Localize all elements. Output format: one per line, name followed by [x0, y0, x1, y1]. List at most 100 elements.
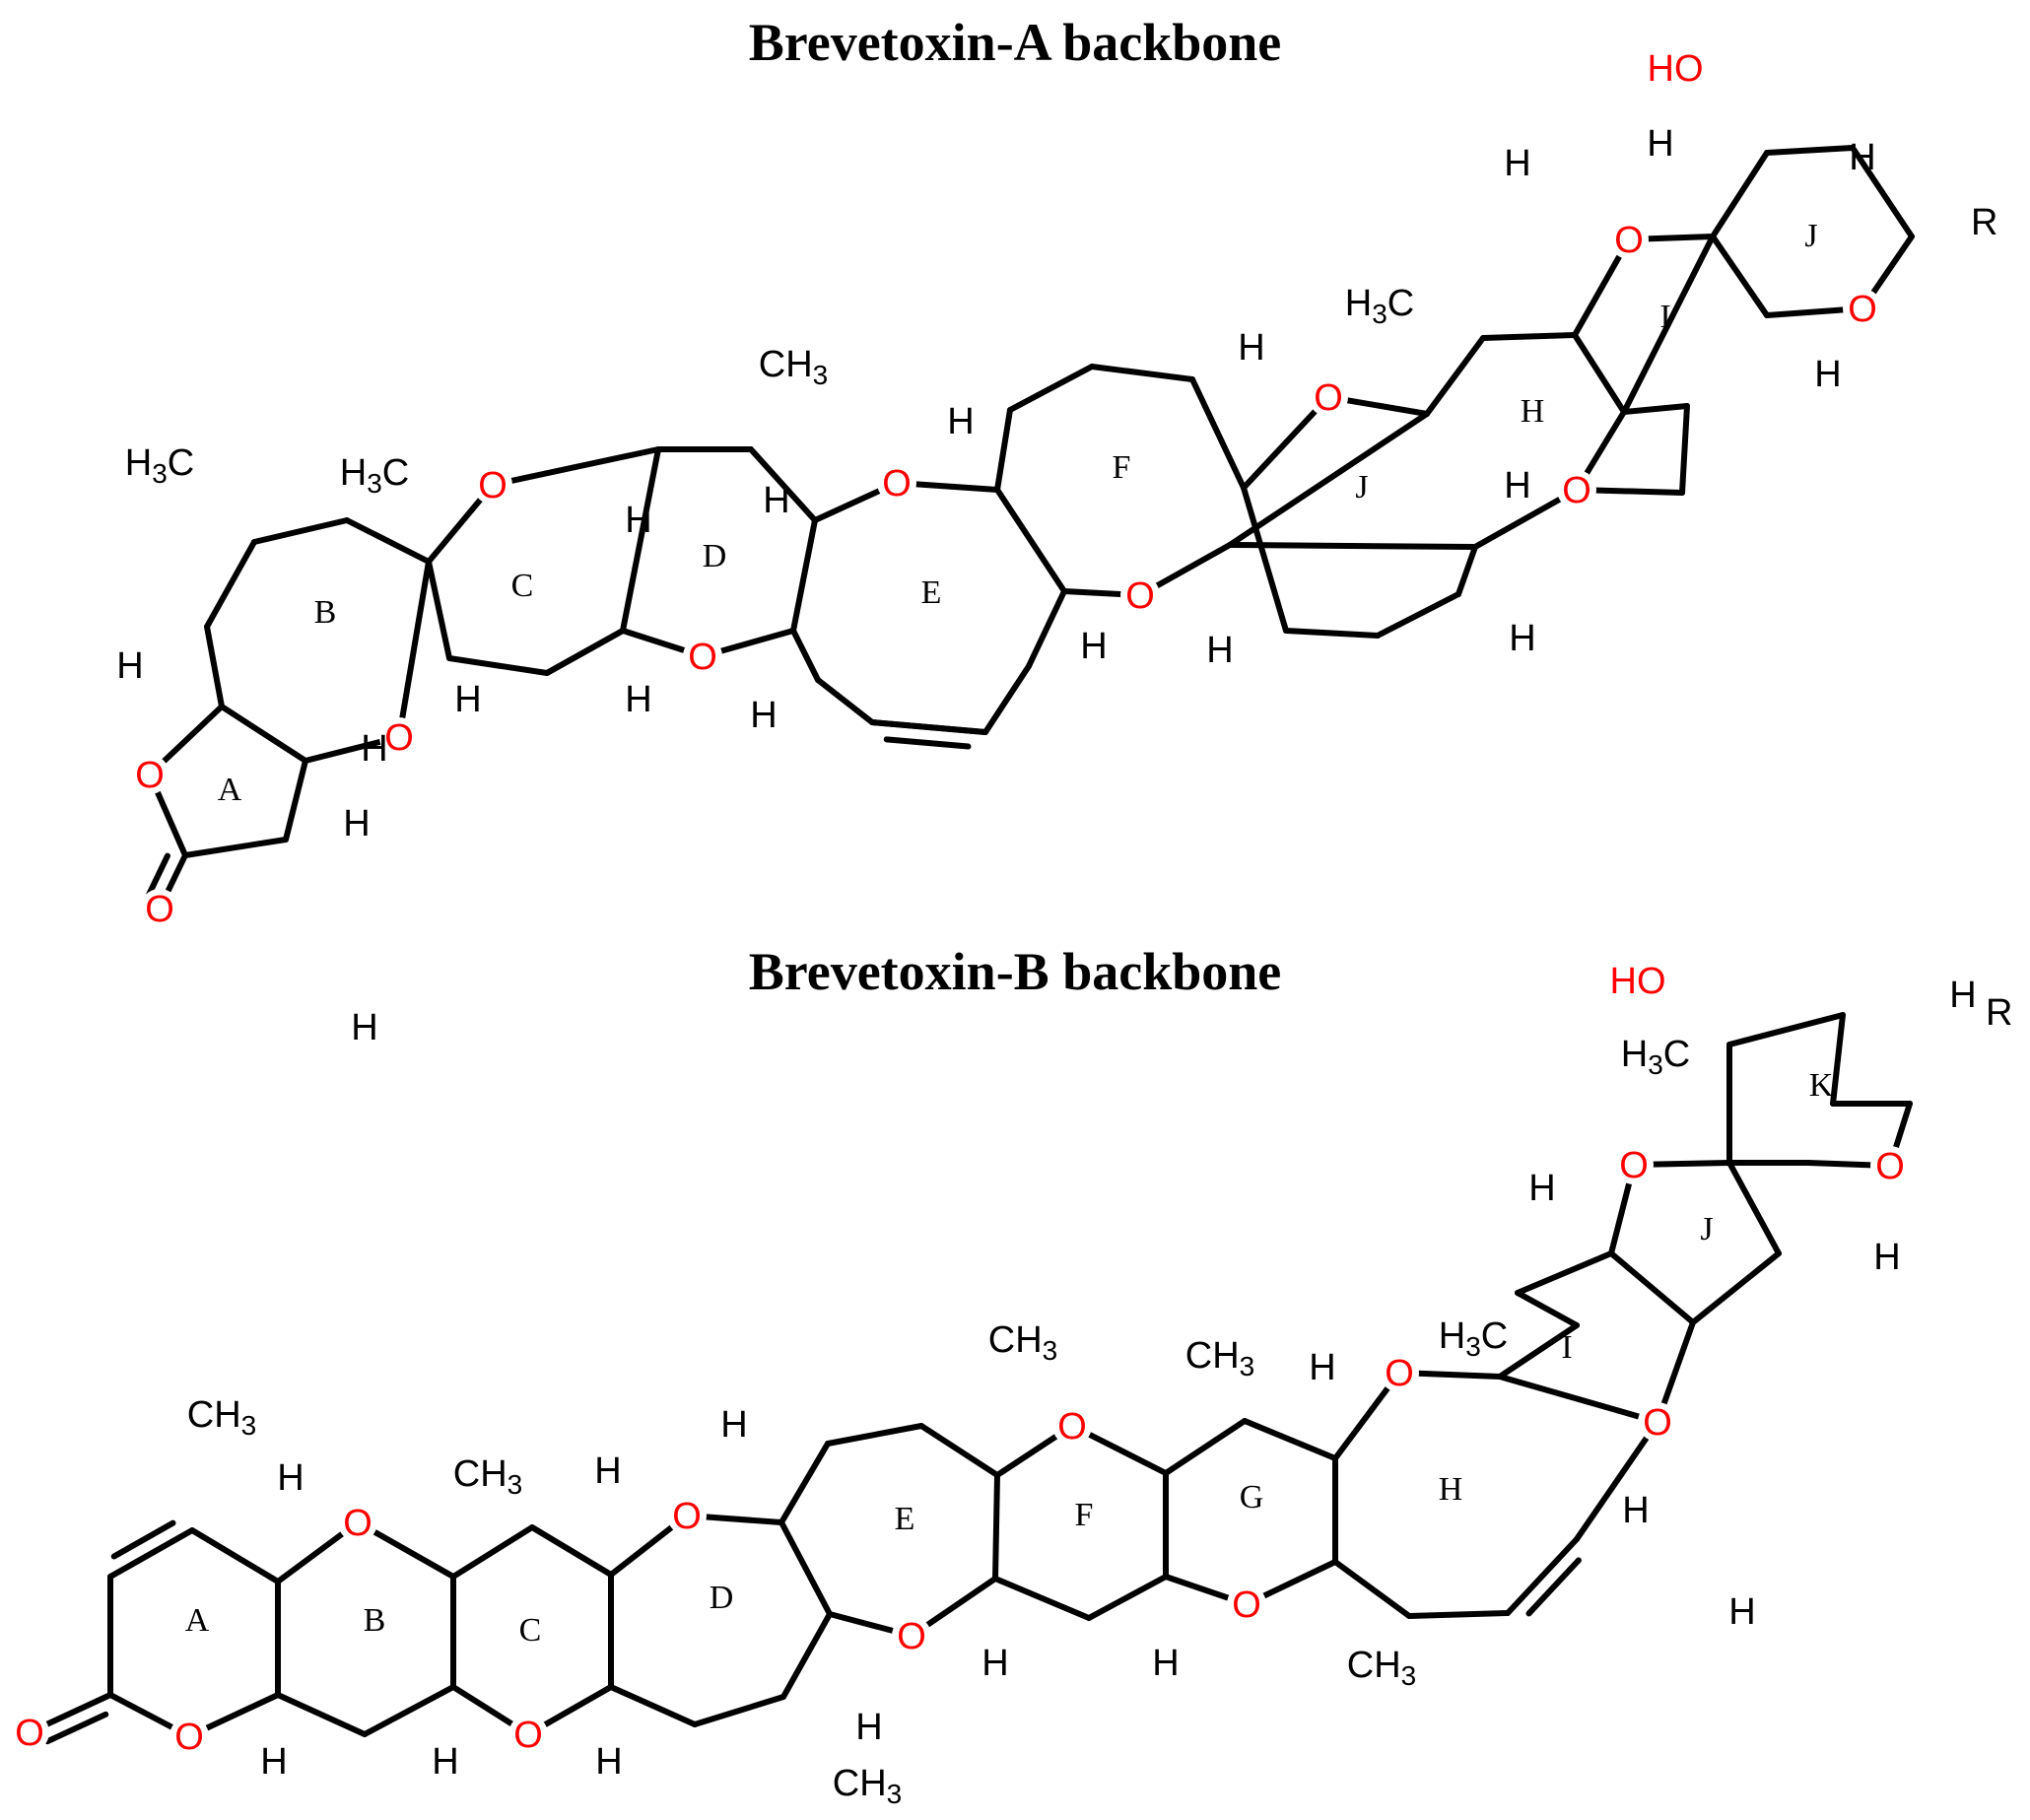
bond: [1710, 150, 1770, 239]
substituent-label: H: [1206, 630, 1233, 671]
bond: [1574, 1419, 1660, 1542]
bond: [1089, 364, 1195, 382]
oxygen-mask: [1638, 1402, 1677, 1442]
bond: [1572, 332, 1627, 415]
oxygen-atom: O: [1057, 1406, 1087, 1448]
title-brevetoxin-a: Brevetoxin-A backbone: [748, 13, 1282, 72]
bond: [994, 407, 1013, 493]
bond: [396, 559, 432, 740]
substituent-label: H: [1504, 143, 1530, 184]
substituent-label: H3C: [340, 452, 409, 499]
ring-label: F: [1075, 1497, 1094, 1533]
bond: [1764, 145, 1856, 156]
bond: [1850, 145, 1915, 239]
bond: [1242, 1418, 1338, 1461]
substituent-label: HO: [1648, 48, 1704, 90]
oxygen-mask: [1227, 1584, 1266, 1624]
oxygen-atom: O: [1619, 1145, 1649, 1186]
bond: [1163, 1418, 1248, 1476]
ring-label: B: [364, 1602, 386, 1639]
oxygen-atom: O: [1125, 575, 1155, 617]
bond: [1375, 591, 1461, 639]
bond: [994, 487, 1067, 594]
oxygen-mask: [140, 889, 179, 928]
bond: [1608, 1250, 1696, 1325]
bond: [1241, 394, 1331, 491]
bond: [1726, 1012, 1846, 1047]
bond: [450, 1524, 535, 1580]
bond: [608, 1684, 698, 1727]
oxygen-atom: O: [1562, 470, 1591, 511]
substituent-label: H: [594, 1450, 621, 1492]
bond: [1189, 376, 1247, 491]
substituent-label: H: [1309, 1347, 1335, 1388]
bond: [107, 1527, 195, 1580]
bond: [1283, 628, 1381, 639]
substituent-label: H: [116, 645, 143, 687]
bond: [1227, 411, 1430, 548]
oxygen-atom: O: [897, 1616, 926, 1657]
bond: [283, 758, 308, 843]
ring-label: C: [511, 568, 534, 604]
oxygen-atom: O: [882, 463, 912, 505]
bond: [1026, 588, 1067, 669]
ring-label: J: [1355, 469, 1368, 506]
bond: [544, 628, 626, 676]
substituent-label: CH3: [187, 1394, 256, 1441]
substituent-label: H: [351, 1007, 377, 1048]
substituent-label: H3C: [1621, 1034, 1690, 1080]
substituent-label: CH3: [759, 344, 828, 390]
ring-label: F: [1113, 449, 1131, 486]
double-bond-line: [110, 1519, 176, 1560]
bond: [1086, 1574, 1169, 1621]
bond: [1455, 544, 1478, 597]
substituent-label: H: [750, 695, 777, 736]
oxygen-mask: [473, 465, 512, 505]
bond: [490, 446, 661, 488]
oxygen-atom: O: [688, 637, 717, 678]
substituent-label: H3C: [1439, 1315, 1508, 1362]
oxygen-mask: [10, 1713, 49, 1752]
oxygen-mask: [877, 463, 916, 503]
substituent-label: CH3: [833, 1763, 902, 1809]
double-bond-line: [44, 1711, 109, 1745]
ring-label: H: [1439, 1471, 1463, 1508]
ring-label: I: [1561, 1329, 1572, 1366]
substituent-label: CH3: [1347, 1645, 1416, 1691]
ring-label: H: [1521, 393, 1545, 430]
bond: [1515, 1290, 1580, 1328]
bond: [182, 837, 289, 858]
substituent-label: H3C: [1345, 283, 1414, 329]
double-bond-line: [146, 852, 170, 898]
oxygen-atom: O: [513, 1715, 543, 1756]
substituent-label: H: [625, 500, 651, 541]
substituent-label: H: [1814, 354, 1841, 395]
bond: [982, 663, 1032, 735]
oxygen-mask: [1120, 575, 1160, 615]
substituent-label: CH3: [1185, 1335, 1254, 1382]
double-bond-line: [883, 736, 972, 750]
ring-label: E: [921, 574, 942, 611]
ring-label: K: [1809, 1067, 1834, 1104]
bond: [1515, 1250, 1614, 1296]
bond: [344, 517, 432, 565]
bond: [275, 1692, 368, 1737]
bond: [790, 628, 821, 683]
bond: [1690, 1250, 1782, 1325]
oxygen-mask: [1309, 377, 1348, 417]
oxygen-atom: O: [174, 1717, 204, 1758]
oxygen-atom: O: [384, 717, 414, 759]
oxygen-atom: O: [15, 1713, 44, 1754]
substituent-label: H: [260, 1741, 287, 1783]
oxygen-atom: O: [478, 465, 508, 506]
bond: [992, 1576, 1092, 1621]
title-brevetoxin-b: Brevetoxin-B backbone: [748, 942, 1282, 1001]
substituent-label: H: [1528, 1168, 1555, 1209]
substituent-label: H: [343, 803, 370, 844]
substituent-label: H: [981, 1643, 1008, 1684]
bond: [189, 1527, 281, 1584]
bond: [1480, 332, 1578, 341]
oxygen-mask: [338, 1503, 377, 1542]
